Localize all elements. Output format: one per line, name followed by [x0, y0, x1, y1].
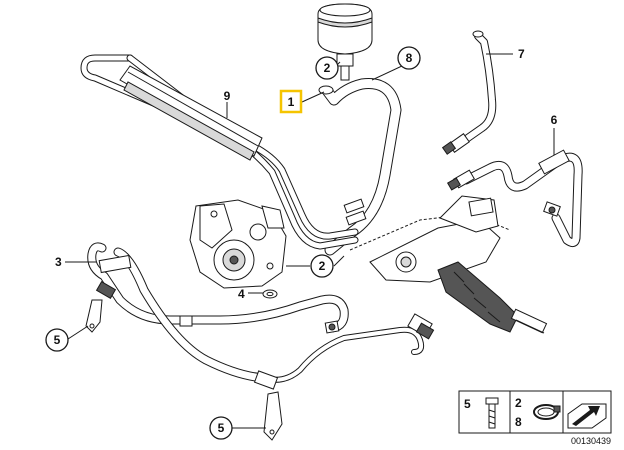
svg-text:8: 8	[515, 415, 522, 429]
callout-1[interactable]: 1	[279, 89, 303, 114]
svg-text:3: 3	[55, 255, 62, 269]
svg-text:1: 1	[288, 95, 295, 109]
bracket-upper-5[interactable]	[85, 299, 103, 333]
callout-9[interactable]: 9	[224, 89, 231, 103]
callout-6[interactable]: 6	[551, 113, 558, 127]
lower-pressure-line-3[interactable]	[87, 242, 349, 383]
svg-text:4: 4	[238, 287, 245, 301]
bracket-lower-5[interactable]	[263, 391, 283, 441]
diagram-reference-number: 00130439	[571, 436, 611, 446]
callout-3[interactable]: 3	[55, 255, 62, 269]
suction-hose[interactable]	[318, 78, 402, 256]
svg-text:2: 2	[324, 61, 331, 75]
power-steering-pump[interactable]	[189, 199, 287, 289]
svg-text:5: 5	[464, 397, 471, 411]
oil-cooler-line[interactable]	[80, 54, 367, 250]
fluid-reservoir[interactable]	[317, 3, 373, 81]
arrow-icon	[567, 403, 607, 429]
svg-text:9: 9	[224, 89, 231, 103]
svg-text:2: 2	[319, 259, 326, 273]
bolt-icon	[485, 397, 499, 429]
callout-4[interactable]: 4	[238, 287, 245, 301]
svg-text:8: 8	[406, 51, 413, 65]
callout-5-lower[interactable]: 5	[209, 416, 233, 440]
callout-5-upper[interactable]: 5	[45, 328, 69, 352]
svg-text:2: 2	[515, 396, 522, 410]
callout-2-top[interactable]: 2	[315, 56, 339, 80]
pressure-line-6[interactable]	[446, 149, 583, 248]
svg-text:6: 6	[551, 113, 558, 127]
return-line-7[interactable]	[441, 30, 497, 155]
seal-ring-4[interactable]	[262, 289, 278, 299]
svg-text:7: 7	[518, 47, 525, 61]
callout-7[interactable]: 7	[518, 47, 525, 61]
svg-text:5: 5	[218, 421, 225, 435]
callout-2-bottom[interactable]: 2	[310, 254, 334, 278]
lower-return-line[interactable]	[253, 313, 435, 390]
svg-text:5: 5	[54, 333, 61, 347]
parts-legend: 5 2 8	[458, 390, 612, 434]
callout-8[interactable]: 8	[397, 46, 421, 70]
hose-clamp-icon	[533, 404, 561, 420]
steering-gear-rack[interactable]	[349, 195, 548, 334]
